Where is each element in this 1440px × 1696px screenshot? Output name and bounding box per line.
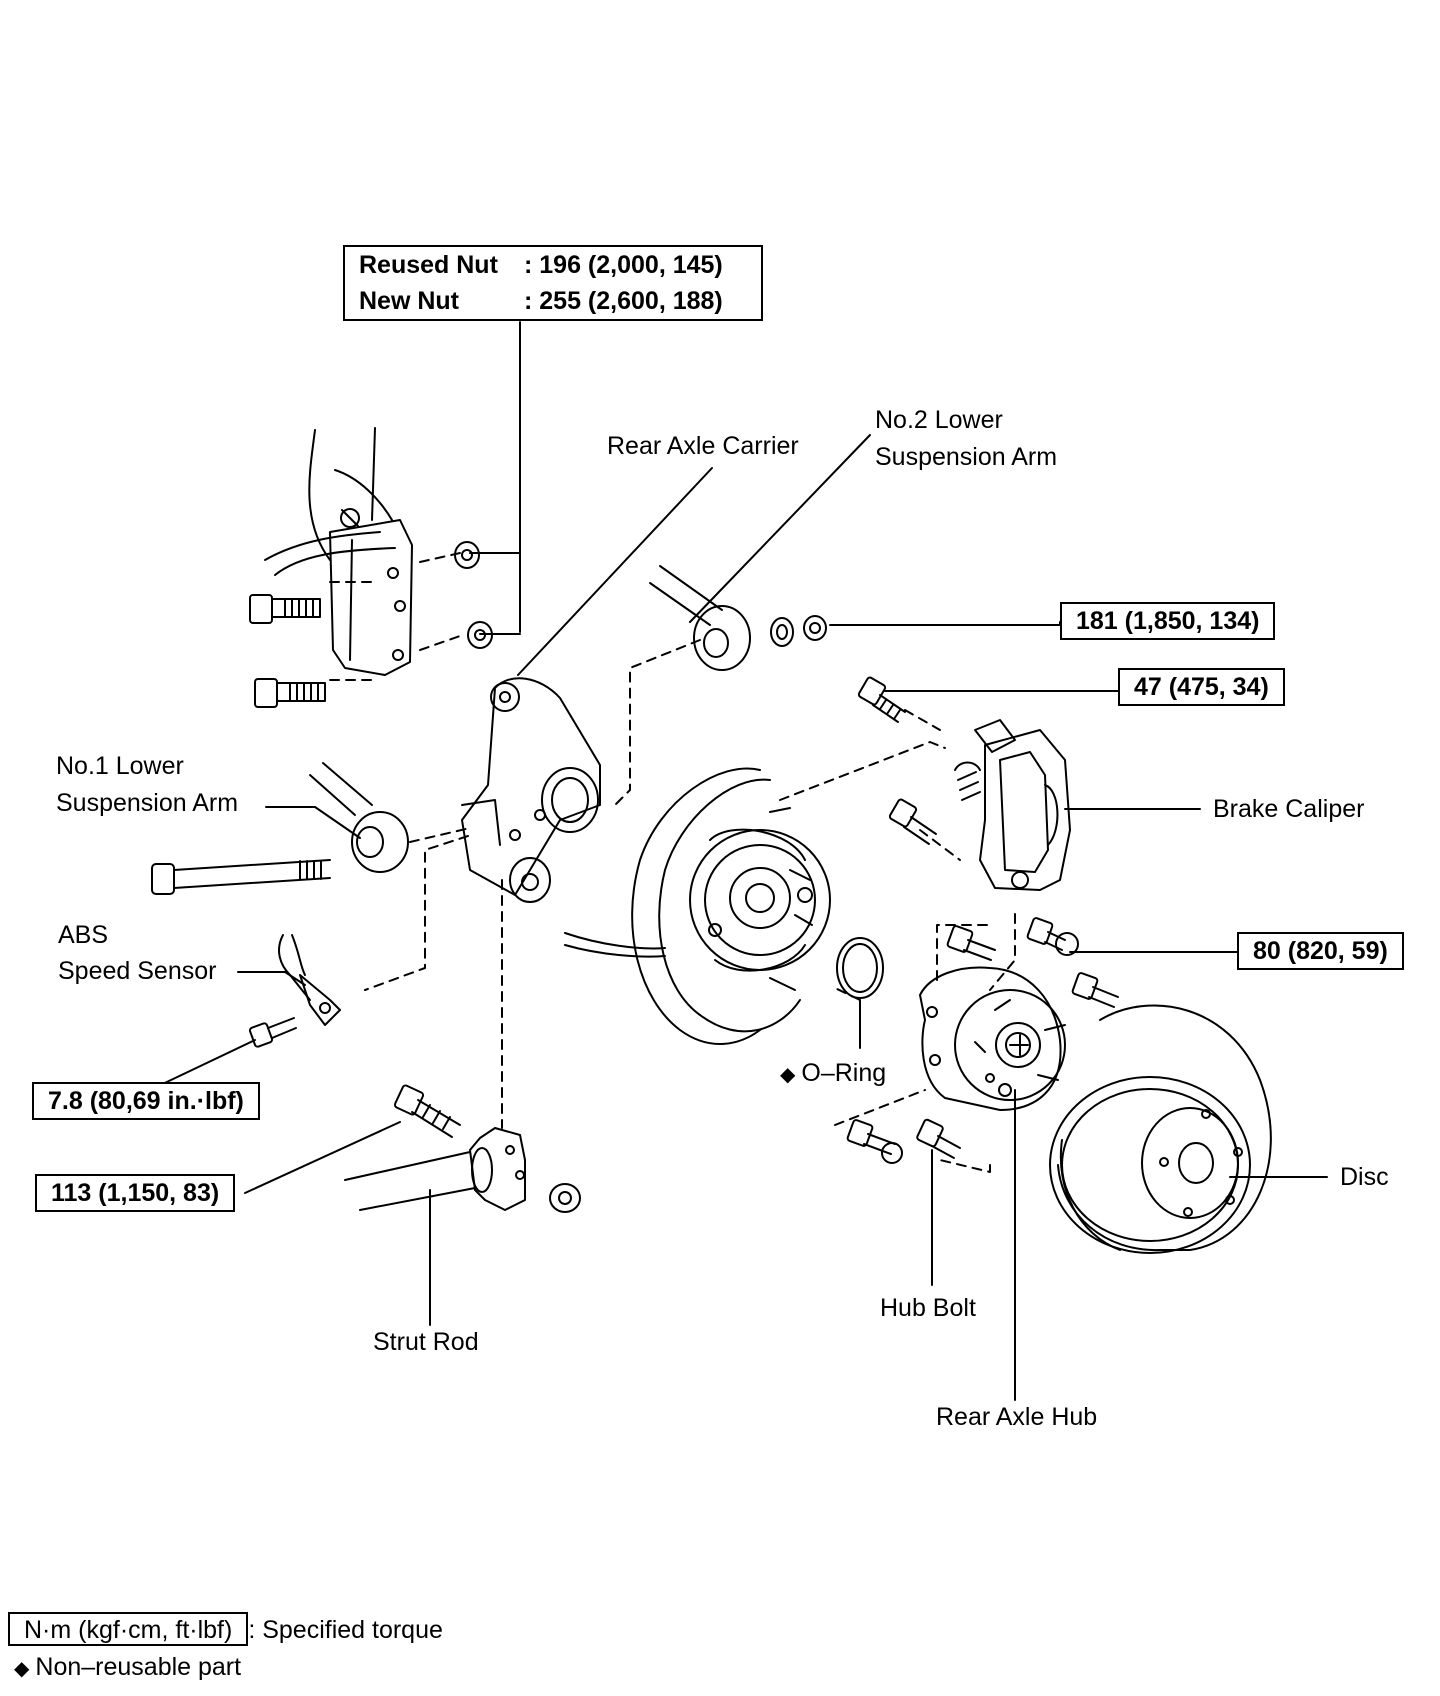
assembly-dashed-lines — [329, 552, 1016, 1173]
label-hub-bolt: Hub Bolt — [880, 1294, 976, 1322]
torque-caliper-bolt: 47 (475, 34) — [1118, 668, 1285, 706]
label-abs-line2: Speed Sensor — [58, 957, 217, 985]
legend-torque-unit: N·m (kgf·cm, ft·lbf) — [8, 1612, 249, 1646]
torque-sensor-bolt: 7.8 (80,69 in.·lbf) — [32, 1082, 260, 1120]
new-nut-row: New Nut : 255 (2,600, 188) — [359, 287, 723, 316]
new-nut-value: : 255 (2,600, 188) — [524, 287, 723, 315]
rear-axle-hub — [919, 966, 1066, 1111]
label-no1-arm-line2: Suspension Arm — [56, 789, 239, 817]
sensor-bolt — [248, 1017, 297, 1048]
label-no2-arm-line2: Suspension Arm — [875, 443, 1058, 471]
reused-nut-label: Reused Nut — [359, 251, 498, 279]
legend-torque: N·m (kgf·cm, ft·lbf): Specified torque — [8, 1612, 443, 1646]
upper-bolts — [249, 541, 493, 708]
label-strut-rod: Strut Rod — [373, 1328, 479, 1356]
legend-nonreusable: ◆Non–reusable part — [14, 1653, 241, 1682]
label-abs-line1: ABS — [58, 921, 109, 949]
label-brake-caliper: Brake Caliper — [1213, 795, 1365, 823]
nut-torque-box: Reused Nut : 196 (2,000, 145) New Nut : 25… — [343, 245, 763, 321]
label-disc: Disc — [1340, 1163, 1389, 1191]
reused-nut-value: : 196 (2,000, 145) — [524, 251, 723, 279]
label-o-ring: ◆O–Ring — [780, 1055, 886, 1094]
no1-lower-arm — [151, 762, 409, 895]
backing-plate — [564, 767, 831, 1045]
no2-lower-arm — [649, 565, 827, 671]
legend-diamond-icon: ◆ — [14, 1658, 30, 1680]
label-o-ring-text: O–Ring — [801, 1059, 887, 1087]
legend-nonreusable-text: Non–reusable part — [35, 1653, 242, 1681]
rear-axle-carrier — [461, 677, 601, 903]
strut-rod — [344, 1084, 581, 1213]
torque-arm2-nut: 181 (1,850, 134) — [1060, 602, 1276, 640]
legend-torque-desc: : Specified torque — [248, 1616, 443, 1644]
torque-strut-bolt: 113 (1,150, 83) — [35, 1174, 236, 1212]
hub-bolts — [846, 917, 1119, 1164]
nonreusable-diamond-icon: ◆ — [780, 1064, 796, 1086]
new-nut-label: New Nut — [359, 287, 459, 315]
torque-hub-bolt: 80 (820, 59) — [1237, 932, 1404, 970]
abs-speed-sensor — [278, 934, 341, 1026]
strut-lower-bracket — [264, 427, 413, 676]
label-no2-arm-line1: No.2 Lower — [875, 406, 1003, 434]
caliper-bolts — [857, 676, 937, 845]
brake-caliper — [954, 719, 1071, 891]
reused-nut-row: Reused Nut : 196 (2,000, 145) — [359, 251, 723, 280]
label-rear-axle-carrier: Rear Axle Carrier — [607, 432, 799, 460]
o-ring — [836, 937, 884, 999]
brake-disc — [1049, 1004, 1272, 1254]
label-no1-arm-line1: No.1 Lower — [56, 752, 184, 780]
label-rear-axle-hub: Rear Axle Hub — [936, 1403, 1098, 1431]
